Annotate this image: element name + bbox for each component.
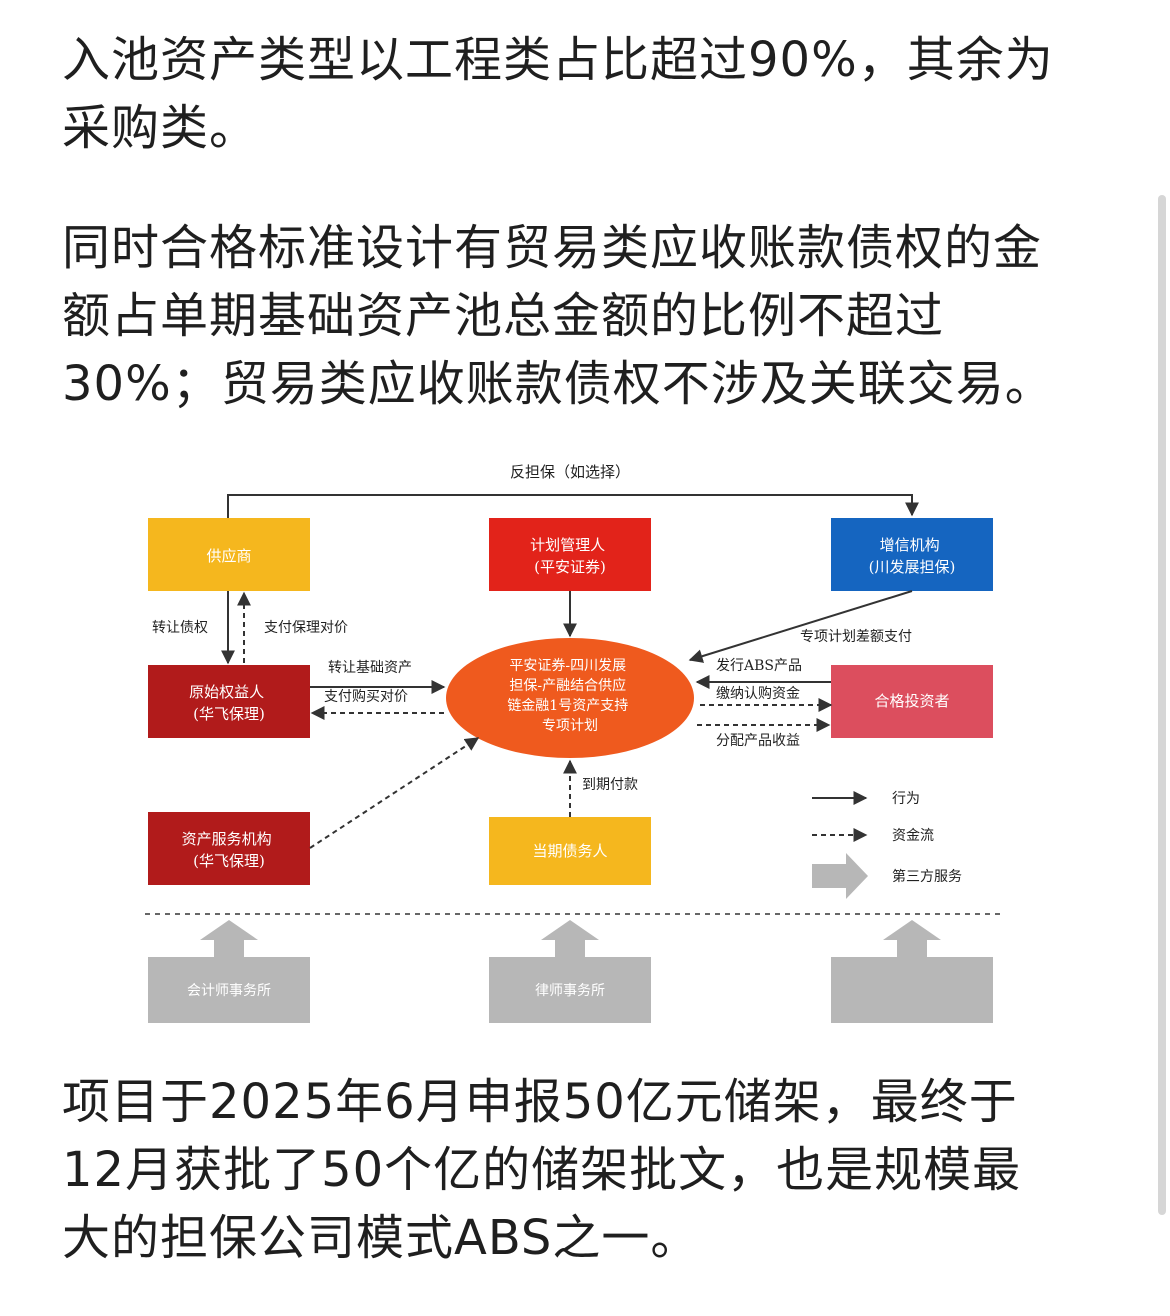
node-special-plan: 平安证券-四川发展 担保-产融结合供应 链金融1号资产支持 专项计划 [446, 638, 694, 758]
node-plan-manager: 计划管理人 (平安证券) [489, 518, 651, 591]
paragraph-approval: 项目于2025年6月申报50亿元储架，最终于 12月获批了50个亿的储架批文，也… [62, 1074, 1022, 1266]
node-servicer: 资产服务机构 (华飞保理) [148, 812, 310, 885]
paragraph-eligibility-criteria: 同时合格标准设计有贸易类应收账款债权的金 额占单期基础资产池总金额的比例不超过 … [62, 220, 1054, 412]
node-guarantor-label: 增信机构 (川发展担保) [869, 536, 956, 576]
abs-structure-diagram: 反担保（如选择） 供应商 计划管理人 (平安证券) 增信机构 (川发展担保) 原… [145, 463, 1005, 1023]
pay-purchase-label: 支付购买对价 [324, 689, 408, 705]
counter-guarantee-flow: 反担保（如选择） [227, 463, 919, 518]
node-debtor: 当期债务人 [489, 817, 651, 885]
counter-guarantee-label: 反担保（如选择） [510, 463, 630, 481]
accountant-arrow [200, 920, 258, 957]
pay-factoring-label: 支付保理对价 [264, 620, 348, 636]
node-accountant-label: 会计师事务所 [187, 983, 271, 999]
node-supplier: 供应商 [148, 518, 310, 591]
legend-third-party-arrow [812, 853, 868, 899]
legend-third-party-label: 第三方服务 [892, 868, 962, 885]
issue-abs-label: 发行ABS产品 [716, 658, 802, 674]
node-originator: 原始权益人 (华飞保理) [148, 665, 310, 738]
node-originator-label: 原始权益人 (华飞保理) [189, 683, 269, 723]
node-special-plan-label: 平安证券-四川发展 担保-产融结合供应 链金融1号资产支持 专项计划 [507, 658, 632, 734]
node-accountant: 会计师事务所 [148, 957, 310, 1023]
legend-capital-label: 资金流 [892, 828, 934, 844]
shortfall-label: 专项计划差额支付 [800, 629, 912, 645]
node-investor: 合格投资者 [831, 665, 993, 738]
node-third-party-blank [831, 957, 993, 1023]
node-servicer-label: 资产服务机构 (华飞保理) [182, 830, 277, 870]
node-plan-manager-label: 计划管理人 (平安证券) [530, 536, 610, 576]
node-lawyer-label: 律师事务所 [535, 983, 605, 999]
node-debtor-label: 当期债务人 [532, 842, 607, 860]
third-party-arrow [883, 920, 941, 957]
transfer-claim-label: 转让债权 [152, 620, 208, 636]
paragraph-pool-asset-types: 入池资产类型以工程类占比超过90%，其余为 采购类。 [62, 32, 1054, 156]
legend: 行为 资金流 第三方服务 [812, 791, 962, 899]
scrollbar[interactable] [1158, 195, 1166, 1215]
transfer-asset-label: 转让基础资产 [328, 659, 412, 676]
node-lawyer: 律师事务所 [489, 957, 651, 1023]
node-guarantor: 增信机构 (川发展担保) [831, 518, 993, 591]
node-supplier-label: 供应商 [206, 547, 251, 565]
distribute-label: 分配产品收益 [716, 733, 800, 749]
legend-action-label: 行为 [892, 791, 920, 807]
pay-subscription-label: 缴纳认购资金 [716, 686, 800, 702]
lawyer-arrow [541, 920, 599, 957]
node-investor-label: 合格投资者 [874, 692, 949, 710]
due-payment-label: 到期付款 [582, 777, 638, 793]
